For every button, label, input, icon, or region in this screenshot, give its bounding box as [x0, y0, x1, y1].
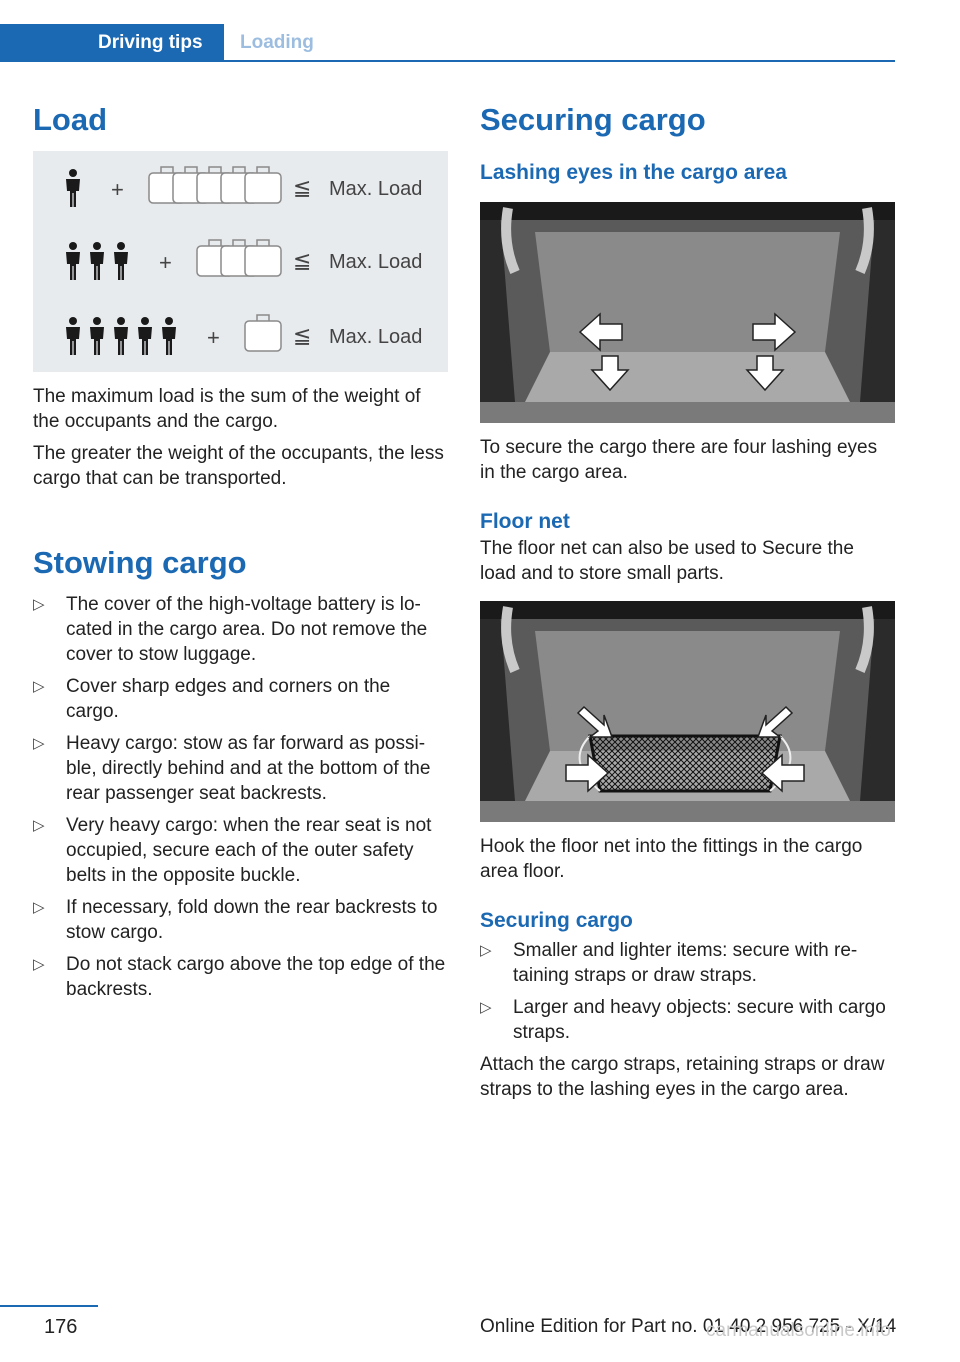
- bullet-triangle-icon: ▷: [33, 956, 45, 973]
- left-column: Load + ≦ Max. Load + ≦ Max. Load + ≦ Max. Load T…: [33, 100, 448, 1009]
- person-icon: [162, 317, 176, 355]
- bullet-triangle-icon: ▷: [33, 596, 45, 613]
- floor-net-title: Floor net: [480, 510, 570, 533]
- securing-title: Securing cargo: [480, 102, 706, 137]
- load-paragraph-2: The greater the weight of the occupants,…: [33, 443, 444, 489]
- list-item: ▷Do not stack cargo above the top edge o…: [33, 954, 446, 1000]
- person-icon: [114, 242, 128, 280]
- lashing-eyes-photo: [480, 202, 895, 423]
- person-icon: [66, 242, 80, 280]
- leq-sign: ≦: [293, 176, 311, 201]
- bullet-triangle-icon: ▷: [33, 899, 45, 916]
- person-icon: [138, 317, 152, 355]
- person-icon: [90, 242, 104, 280]
- header-rule: [0, 60, 895, 62]
- securing-list: ▷Smaller and lighter items: secure with …: [480, 938, 895, 1045]
- page-number: 176: [44, 1316, 78, 1338]
- plus-sign: +: [207, 325, 220, 350]
- floor-net-paragraph: The floor net can also be used to Secure…: [480, 538, 854, 584]
- bullet-triangle-icon: ▷: [480, 942, 492, 959]
- stowing-title: Stowing cargo: [33, 545, 247, 580]
- list-item: ▷If necessary, fold down the rear backre…: [33, 897, 438, 943]
- list-item: ▷Cover sharp edges and corners on the ca…: [33, 676, 391, 722]
- luggage-icon: [244, 314, 282, 352]
- floor-net-paragraph-2: Hook the floor net into the fittings in …: [480, 836, 863, 882]
- person-icon: [114, 317, 128, 355]
- load-paragraph-1: The maximum load is the sum of the weigh…: [33, 386, 421, 432]
- plus-sign: +: [159, 250, 172, 275]
- max-load-label: Max. Load: [329, 326, 422, 348]
- list-item: ▷Larger and heavy objects: secure with c…: [480, 997, 886, 1043]
- footer-rule: [0, 1305, 98, 1307]
- person-icon: [66, 169, 80, 207]
- bullet-triangle-icon: ▷: [33, 678, 45, 695]
- max-load-label: Max. Load: [329, 178, 422, 200]
- securing-paragraph: Attach the cargo straps, retaining strap…: [480, 1054, 885, 1100]
- list-item: ▷The cover of the high-voltage battery i…: [33, 594, 428, 665]
- luggage-icon: [244, 166, 282, 204]
- stowing-list: ▷The cover of the high-voltage battery i…: [33, 592, 448, 1002]
- person-icon: [90, 317, 104, 355]
- max-load-label: Max. Load: [329, 251, 422, 273]
- floor-net-photo: [480, 601, 895, 822]
- edition-text: Online Edition for Part no. 01 40 2 956 …: [480, 1316, 897, 1337]
- bullet-triangle-icon: ▷: [33, 817, 45, 834]
- leq-sign: ≦: [293, 249, 311, 274]
- right-column: Securing cargo Lashing eyes in the cargo…: [480, 100, 895, 1102]
- lashing-paragraph: To secure the cargo there are four lashi…: [480, 437, 878, 483]
- lashing-eyes-title: Lashing eyes in the cargo area: [480, 161, 787, 184]
- bullet-triangle-icon: ▷: [33, 735, 45, 752]
- list-item: ▷Very heavy cargo: when the rear seat is…: [33, 815, 432, 886]
- load-diagram: + ≦ Max. Load + ≦ Max. Load + ≦ Max. Load: [66, 166, 422, 355]
- tab-driving-tips[interactable]: Driving tips: [0, 24, 224, 62]
- securing-cargo-subtitle: Securing cargo: [480, 909, 633, 932]
- leq-sign: ≦: [293, 324, 311, 349]
- tab-loading[interactable]: Loading: [240, 32, 314, 53]
- list-item: ▷Heavy cargo: stow as far forward as pos…: [33, 733, 431, 804]
- luggage-icon: [244, 239, 282, 277]
- watermark: carmanualsonline.info: [706, 1320, 891, 1341]
- load-title: Load: [33, 102, 108, 137]
- list-item: ▷Smaller and lighter items: secure with …: [480, 940, 858, 986]
- bullet-triangle-icon: ▷: [480, 999, 492, 1016]
- plus-sign: +: [111, 177, 124, 202]
- person-icon: [66, 317, 80, 355]
- load-figure: + ≦ Max. Load + ≦ Max. Load + ≦ Max. Load: [33, 151, 448, 372]
